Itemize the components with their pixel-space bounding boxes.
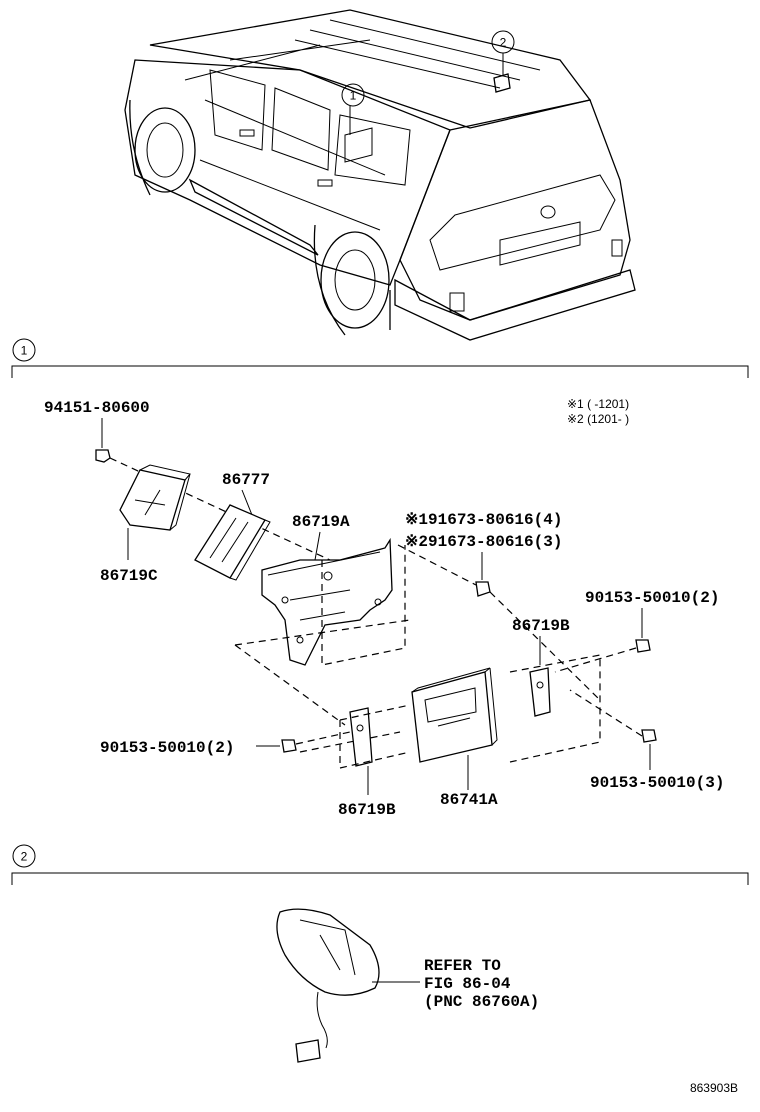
bracket-86719a [261,537,393,666]
label-90153-50010-2-top: 90153-50010(2) [585,589,719,607]
bracket-86719b-right [529,667,551,717]
refer-line-3: (PNC 86760A) [424,993,539,1011]
refer-line-2: FIG 86-04 [424,975,511,993]
section-2-number: 2 [21,850,28,864]
figure-code: 863903B [690,1081,738,1095]
label-91673-80616-4: ※191673-80616(4) [405,511,562,529]
label-94151-80600: 94151-80600 [44,399,150,417]
label-86719b-left: 86719B [338,801,396,819]
screw-icon [635,639,651,653]
shark-fin-antenna [276,908,380,996]
callout-1: 1 [350,89,357,103]
note-1: ※1 ( -1201) [567,397,629,411]
label-86719b-right: 86719B [512,617,570,635]
callout-2: 2 [500,36,507,50]
screw-icon [281,739,297,753]
bracket-86719b-left [349,707,373,767]
connector-icon [295,1039,321,1063]
section-1-header: 1 [11,338,749,378]
refer-line-1: REFER TO [424,957,501,975]
section-2-header: 2 [11,844,749,885]
vehicle-illustration: 1 2 [124,9,636,341]
screw-icon [475,581,491,597]
section-2-parts: REFER TO FIG 86-04 (PNC 86760A) [276,908,539,1063]
section-1-number: 1 [21,344,28,358]
label-86719c: 86719C [100,567,158,585]
label-90153-50010-2-left: 90153-50010(2) [100,739,234,757]
note-2: ※2 (1201- ) [567,412,629,426]
screw-icon [641,729,657,743]
label-86741a: 86741A [440,791,498,809]
label-90153-50010-3: 90153-50010(3) [590,774,724,792]
label-86777: 86777 [222,471,270,489]
section-1-parts: 94151-80600 86719C 86777 86719A ※191673-… [44,399,724,819]
bracket-86719c [119,469,186,531]
label-91673-80616-3: ※291673-80616(3) [405,533,562,551]
nut-icon [95,449,111,463]
module-86777 [194,504,266,579]
label-86719a: 86719A [292,513,350,531]
